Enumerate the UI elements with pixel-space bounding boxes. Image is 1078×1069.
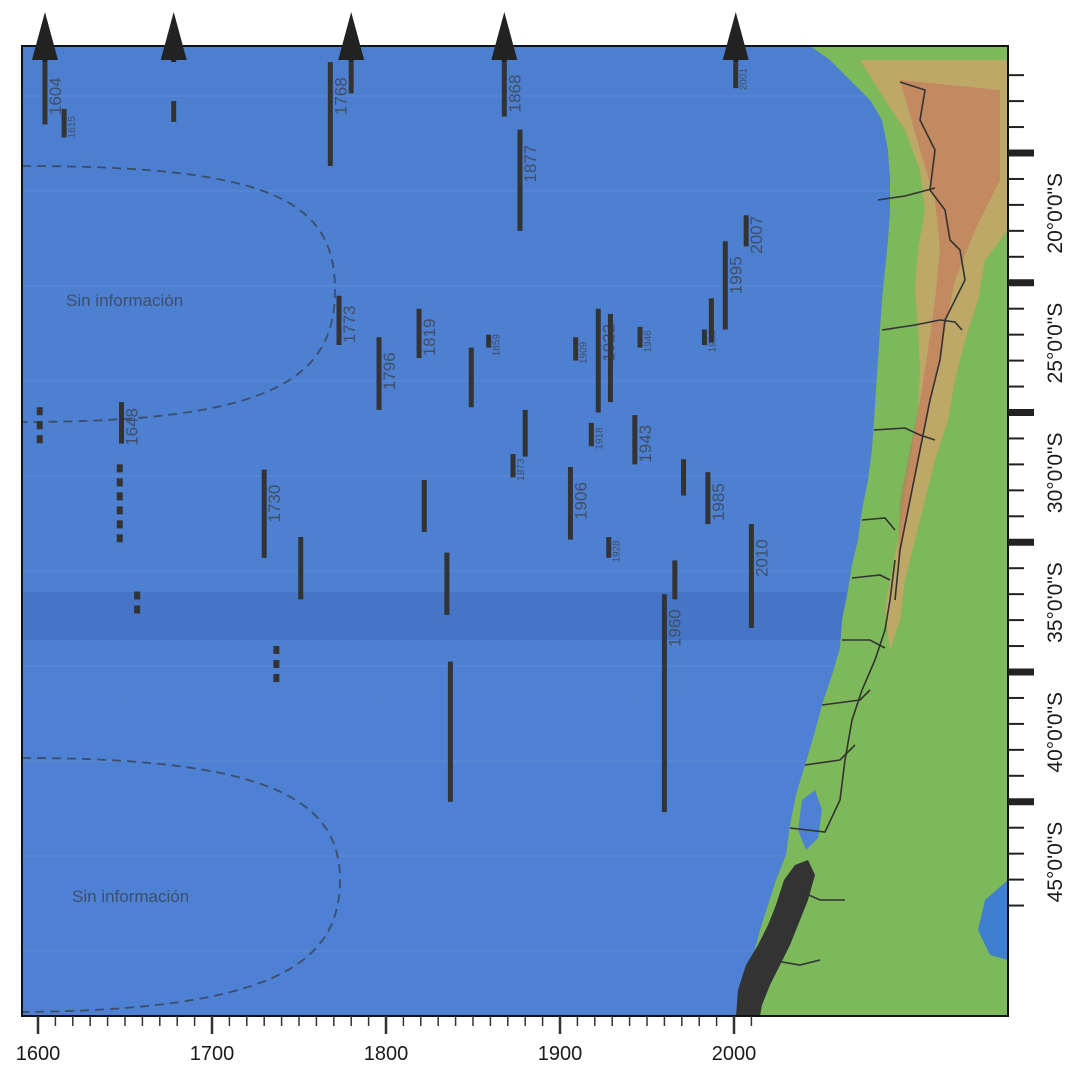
rupture-label-1909: 1909	[579, 341, 590, 364]
rupture-label-1873: 1873	[516, 458, 527, 481]
rupture-label-2007: 2007	[747, 216, 766, 254]
arrow-head-1604	[31, 12, 58, 60]
rupture-label-1985: 1985	[709, 483, 728, 521]
no-info-label-north: Sin información	[66, 291, 183, 310]
no-info-label-south: Sin información	[72, 887, 189, 906]
arrow-head-1780	[338, 12, 365, 60]
rupture-label-1819: 1819	[420, 318, 439, 356]
arrow-head-1678	[160, 12, 187, 60]
rupture-label-1946: 1946	[643, 330, 654, 353]
rupture-label-1604: 1604	[46, 77, 65, 115]
y-tick-label: 45°0'0"S	[1044, 822, 1067, 903]
rupture-label-1877: 1877	[521, 145, 540, 183]
uncertain-ruptures	[36, 407, 280, 688]
y-axis-latitude: 20°0'0"S 25°0'0"S 30°0'0"S 35°0'0"S 40°0'0"S…	[1008, 74, 1067, 907]
x-tick-label: 1600	[16, 1043, 61, 1065]
rupture-label-1648: 1648	[123, 408, 142, 446]
southern-islands	[736, 860, 815, 1016]
no-info-boundary-north	[22, 165, 336, 423]
inland-sea-chiloe	[798, 790, 822, 850]
rupture-label-1859: 1859	[492, 334, 503, 357]
rupture-label-2001: 2001	[739, 68, 750, 91]
rupture-label-1960: 1960	[665, 609, 684, 647]
y-tick-label: 25°0'0"S	[1044, 303, 1067, 384]
rupture-label-1906: 1906	[571, 482, 590, 520]
rupture-label-1928: 1928	[612, 540, 623, 563]
x-tick-label: 2000	[712, 1043, 757, 1065]
rupture-label-1995: 1995	[726, 256, 745, 294]
rupture-label-1615: 1615	[67, 116, 78, 139]
continuing-rupture-arrows	[31, 12, 749, 62]
y-tick-label: 30°0'0"S	[1044, 433, 1067, 514]
political-boundaries	[769, 81, 966, 966]
rupture-label-1768: 1768	[331, 77, 350, 115]
mountain-peaks	[898, 80, 1000, 560]
rupture-label-1773: 1773	[340, 305, 359, 343]
rupture-label-2010: 2010	[752, 539, 771, 577]
y-tick-label: 40°0'0"S	[1044, 692, 1067, 773]
no-info-boundary-south	[22, 757, 341, 1013]
x-tick-label: 1900	[538, 1043, 583, 1065]
lake-right	[978, 880, 1008, 960]
rupture-label-1918: 1918	[594, 427, 605, 450]
x-axis-years: 1600 1700 1800 1900 2000	[16, 1015, 1008, 1065]
rupture-label-1943: 1943	[636, 425, 655, 463]
y-tick-label: 35°0'0"S	[1044, 562, 1067, 643]
arrow-head-1868	[491, 12, 518, 60]
y-tick-label: 20°0'0"S	[1044, 173, 1067, 254]
rupture-label-1868: 1868	[505, 75, 524, 113]
x-tick-label: 1700	[190, 1043, 235, 1065]
rupture-label-1730: 1730	[265, 485, 284, 523]
arrow-head-2001	[722, 12, 749, 60]
map-plot-area: Sin información Sin información 16041615…	[22, 46, 1008, 1016]
x-tick-label: 1800	[364, 1043, 409, 1065]
rupture-label-1796: 1796	[380, 352, 399, 390]
